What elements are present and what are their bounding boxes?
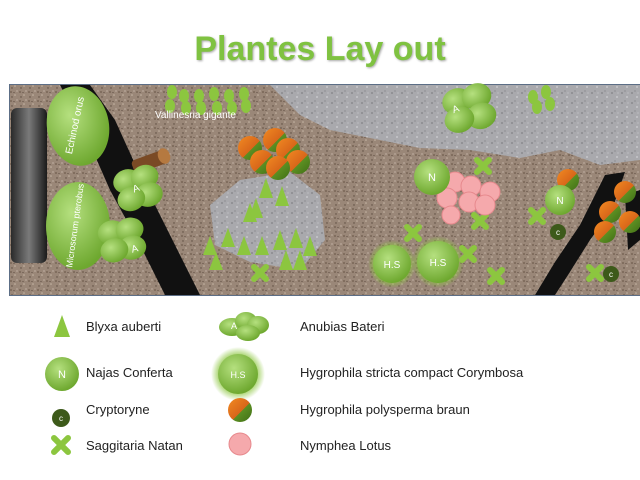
hygrophila-polysperma-group — [238, 128, 640, 243]
hygrophila-stricta-plant: H.S — [412, 236, 464, 288]
cryptoryne-plant: c — [550, 224, 566, 240]
vallisneria-plants: Vallinesria gigante — [155, 85, 251, 121]
svg-text:H.S: H.S — [430, 258, 447, 269]
svg-text:N: N — [428, 172, 436, 184]
blyxa-icon — [54, 315, 70, 337]
vallisneria-label: Vallinesria gigante — [155, 110, 236, 121]
svg-text:H.S: H.S — [230, 370, 245, 380]
svg-text:c: c — [609, 270, 613, 279]
left-filter — [11, 108, 47, 263]
cryptoryne-plant: c — [603, 266, 619, 282]
legend-label-cryptoryne: Cryptoryne — [86, 402, 150, 417]
legend-label-saggitaria: Saggitaria Natan — [86, 438, 183, 453]
blyxa-group — [203, 178, 317, 270]
cryptoryne-icon: c — [52, 409, 70, 427]
legend-label-hygrophila-stricta: Hygrophila stricta compact Corymbosa — [300, 365, 524, 380]
saggitaria-group — [251, 157, 604, 285]
page-title: Plantes Lay out — [194, 30, 446, 68]
driftwood-right — [535, 172, 625, 295]
hygrophila-stricta-plant: H.S — [368, 240, 416, 288]
legend-label-hygrophila-polysperma: Hygrophila polysperma braun — [300, 402, 470, 417]
svg-text:A: A — [131, 183, 141, 196]
legend-label-blyxa: Blyxa auberti — [86, 319, 162, 334]
echinodorus-plant: Echinod orus — [46, 86, 110, 166]
najas-plant: N — [545, 185, 575, 215]
saggitaria-icon — [51, 435, 71, 455]
legend-label-najas: Najas Conferta — [86, 365, 173, 380]
legend-label-anubias: Anubias Bateri — [300, 319, 385, 334]
svg-text:c: c — [556, 228, 560, 237]
anubias-plant: A — [97, 217, 147, 263]
hygrophila-stricta-icon: H.S — [211, 347, 265, 401]
anubias-plant: A — [442, 83, 497, 133]
svg-text:A: A — [451, 103, 461, 116]
vallisneria-plants-right — [528, 85, 555, 114]
anubias-icon: A — [219, 312, 269, 341]
microsorum-plant: Microsorum pterobus — [46, 182, 110, 270]
svg-text:N: N — [556, 196, 563, 207]
svg-text:A: A — [130, 243, 140, 255]
svg-text:H.S: H.S — [384, 260, 401, 271]
anubias-plant: A — [113, 164, 163, 212]
najas-plant: N — [414, 159, 450, 195]
svg-text:A: A — [231, 321, 237, 331]
legend-label-nymphea: Nymphea Lotus — [300, 438, 392, 453]
svg-text:c: c — [59, 414, 63, 423]
nymphea-icon — [228, 432, 252, 456]
najas-icon: N — [45, 357, 79, 391]
svg-text:N: N — [58, 369, 66, 381]
hygrophila-polysperma-icon — [228, 398, 252, 422]
